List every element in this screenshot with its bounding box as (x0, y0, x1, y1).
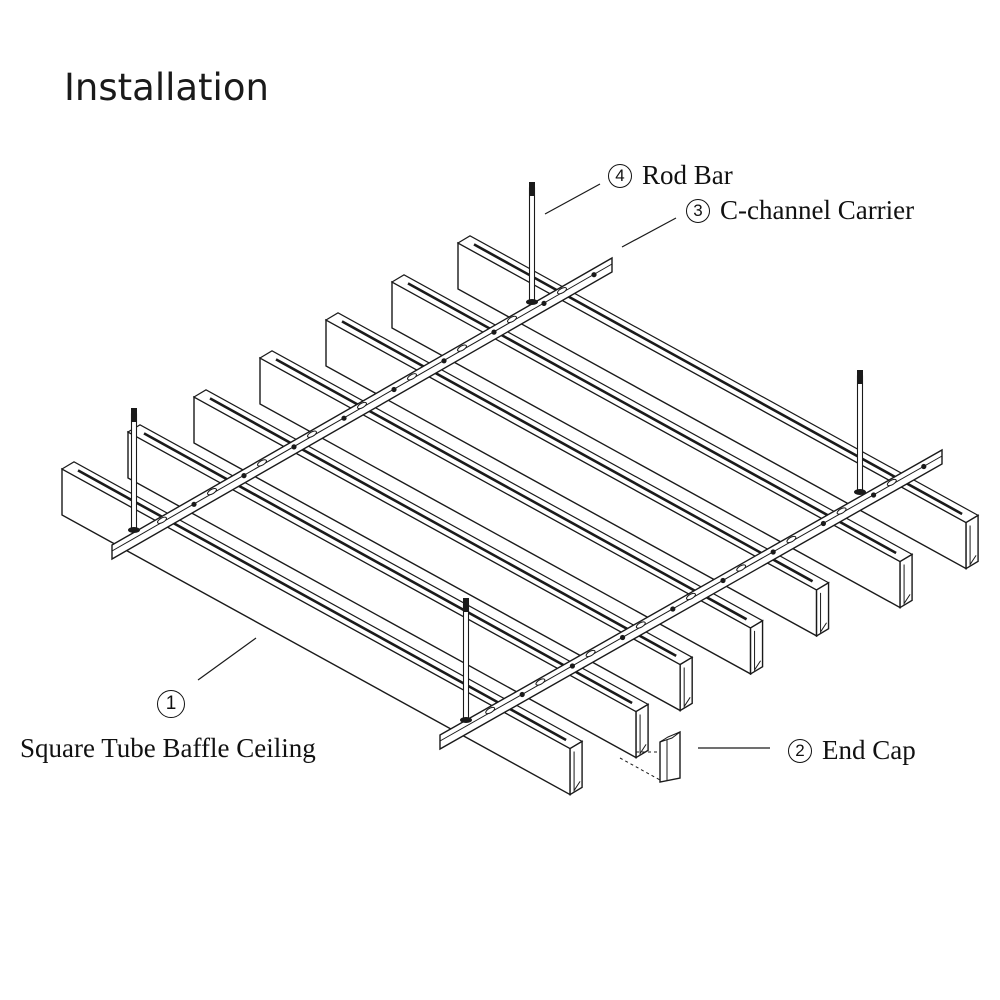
carrier-slot (407, 373, 417, 381)
carrier-slot (886, 478, 897, 487)
end-cap-label: End Cap (822, 735, 916, 765)
end-cap-part (619, 730, 681, 783)
carrier-clip (871, 492, 877, 498)
carrier-slot (507, 315, 517, 324)
baffle-tube (456, 235, 980, 570)
carrier-slot (157, 516, 167, 524)
rod-bar-callout: 4 Rod Bar (608, 162, 733, 189)
baffle-label: Square Tube Baffle Ceiling (20, 733, 316, 763)
carrier-clip (720, 577, 726, 584)
baffle-tubes (60, 235, 980, 796)
carrier-slot (357, 401, 367, 410)
carrier-slot (836, 507, 847, 515)
rod-bars (128, 182, 866, 723)
carrier-label: C-channel Carrier (720, 195, 915, 225)
carrier-slot (485, 706, 496, 715)
leader-line (544, 183, 601, 215)
callout-number: 2 (788, 739, 812, 763)
leader-line (621, 217, 677, 248)
carrier-clip (519, 691, 525, 698)
carrier-slot (686, 592, 696, 601)
baffle-tube (390, 274, 914, 609)
carrier-clip (541, 300, 547, 306)
carrier-clip (620, 634, 626, 641)
carrier-slot (786, 535, 797, 544)
carrier-clip (491, 329, 497, 335)
baffle-tube (324, 312, 830, 638)
carrier-clip (441, 358, 447, 364)
leader-lines (197, 183, 770, 749)
callout-number: 3 (686, 199, 710, 223)
carrier-clip (241, 473, 247, 479)
carrier-clip (191, 501, 197, 507)
carrier-clip (820, 520, 827, 527)
carrier-callout: 3 C-channel Carrier (686, 197, 914, 224)
baffle-callout-number: 1 (157, 690, 185, 718)
page-title: Installation (64, 66, 269, 109)
carrier-clip (391, 386, 397, 393)
carrier-slot (635, 621, 646, 629)
carrier-slot (307, 430, 317, 438)
carrier-clip (921, 463, 927, 470)
c-channel-carrier (111, 256, 613, 561)
rod-bar-label: Rod Bar (642, 160, 733, 190)
carrier-slot (585, 649, 596, 658)
carrier-clip (770, 549, 776, 555)
carrier-slot (257, 459, 267, 467)
rod-bar (128, 408, 140, 533)
c-channel-carrier (439, 448, 943, 751)
callout-number: 4 (608, 164, 632, 188)
carrier-clip (569, 663, 576, 669)
rod-bar (460, 598, 472, 723)
carrier-channels (111, 256, 943, 751)
carrier-clip (291, 444, 297, 450)
end-cap-callout: 2 End Cap (788, 737, 916, 764)
rod-bar (526, 182, 538, 305)
carrier-slot (207, 487, 217, 496)
carrier-slot (535, 678, 546, 686)
baffle-tube (192, 389, 694, 712)
leader-line (197, 637, 257, 681)
baffle-tube (258, 350, 764, 676)
carrier-slot (736, 564, 747, 572)
baffle-tube (60, 461, 584, 796)
carrier-clip (591, 272, 597, 278)
carrier-slot (457, 344, 467, 352)
carrier-clip (341, 415, 347, 421)
carrier-clip (670, 606, 676, 612)
carrier-slot (557, 287, 567, 295)
baffle-tube (126, 424, 650, 759)
rod-bar (854, 370, 866, 495)
